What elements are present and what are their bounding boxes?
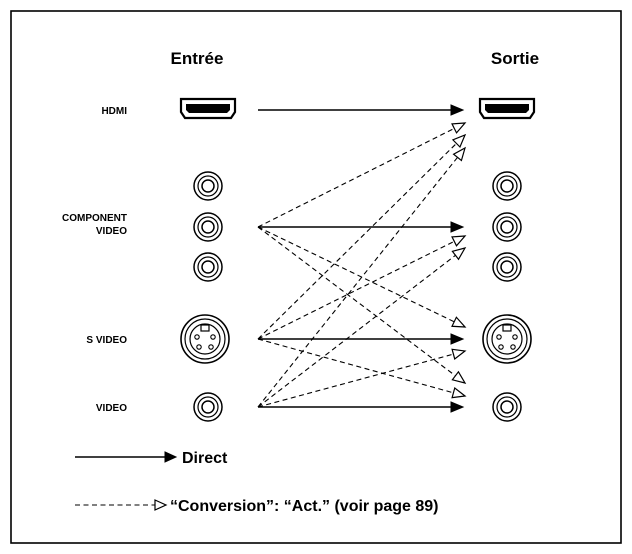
hdmi-input-connector (179, 97, 237, 120)
conversion-svideo-to-component-arrowhead (451, 235, 467, 247)
video-input-jack (193, 392, 223, 422)
conversion-video-to-svideo-arrowhead (451, 348, 467, 360)
hdmi-label: HDMI (101, 106, 127, 117)
rca-jacks (193, 171, 522, 422)
svideo-output-connector (482, 314, 532, 364)
conversion-video-to-component-line (257, 254, 456, 408)
connection-arrows (257, 104, 467, 413)
component-label-line1: COMPONENT (62, 213, 127, 224)
input-column-header: Entrée (171, 49, 224, 68)
legend: Direct “Conversion”: “Act.” (voir page 8… (75, 450, 439, 515)
conversion-svideo-to-video-arrowhead (451, 386, 467, 399)
conversion-video-to-svideo-line (257, 353, 454, 408)
conversion-component-to-svideo-line (257, 226, 455, 323)
conversion-component-to-video-line (257, 226, 456, 377)
conversion-svideo-to-hdmi-arrowhead (451, 133, 467, 149)
legend-conversion-arrowhead (154, 499, 168, 511)
component-output-jack-3 (492, 252, 522, 282)
conversion-video-to-component-arrowhead (451, 247, 467, 261)
diagram-frame (10, 10, 622, 544)
component-label-line2: VIDEO (96, 226, 127, 237)
video-output-jack (492, 392, 522, 422)
direct-svideo-to-svideo-arrowhead (450, 333, 465, 345)
conversion-component-to-svideo-arrowhead (451, 316, 467, 328)
legend-direct-label: Direct (182, 450, 228, 467)
component-output-jack-1 (492, 171, 522, 201)
component-input-jack-2 (193, 212, 223, 242)
conversion-component-to-hdmi-arrowhead (451, 122, 467, 134)
component-input-jack-3 (193, 252, 223, 282)
svideo-input-connector (180, 314, 230, 364)
conversion-video-to-hdmi-line (257, 157, 458, 408)
conversion-component-to-video-arrowhead (451, 370, 467, 384)
direct-component-to-component-arrowhead (450, 221, 465, 233)
conversion-svideo-to-hdmi-line (257, 143, 457, 340)
legend-conversion-label: “Conversion”: “Act.” (voir page 89) (170, 498, 439, 515)
component-input-jack-1 (193, 171, 223, 201)
conversion-video-to-hdmi-arrowhead (452, 146, 466, 162)
legend-direct-arrowhead (164, 451, 178, 463)
hdmi-output-connector (478, 97, 536, 120)
svideo-label: S VIDEO (86, 335, 127, 346)
direct-hdmi-to-hdmi-arrowhead (450, 104, 465, 116)
component-output-jack-2 (492, 212, 522, 242)
conversion-svideo-to-component-line (257, 240, 455, 340)
video-label: VIDEO (96, 403, 127, 414)
output-column-header: Sortie (491, 49, 539, 68)
direct-video-to-video-arrowhead (450, 401, 465, 413)
conversion-component-to-hdmi-line (257, 127, 455, 228)
